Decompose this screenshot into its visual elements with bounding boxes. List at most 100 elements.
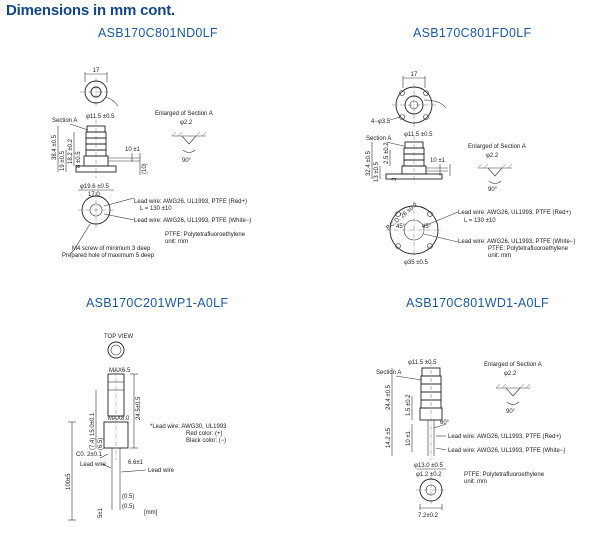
d1-dim-inner: 18.2 ±0.2 (68, 138, 74, 164)
d4-inner-dia: φ1.2 ±0.2 (416, 472, 442, 478)
d2-dim-small: 3 (392, 177, 398, 181)
d1-lead-white: Lead wire: AWG26, UL1993, PTFE (White−) (134, 218, 251, 224)
d2-enlarged-label: Enlarged of Section A (468, 144, 526, 150)
d4-lead-white: Lead wire: AWG26, UL1993, PTFE (White−) (448, 448, 565, 454)
d4-lead-red: Lead wire: AWG26, UL1993, PTFE (Red+) (448, 434, 561, 440)
d2-section-label: Section A (366, 136, 391, 142)
d2-ptfe: PTFE: Polytetrafluoroethylene (488, 246, 569, 252)
d2-unit: unit: mm (488, 253, 511, 259)
d3-dim-a: 24.5±0.5 (136, 396, 142, 420)
d1-side-view: Section A φ11.5 ±0.5 38.4 ±0.5 19 ±0.5 1… (52, 114, 148, 178)
d2-holes: 4−φ3.5 (371, 119, 391, 125)
d1-enlarged-angle: 90° (182, 158, 192, 164)
d4-enlarged-label: Enlarged of Section A (484, 362, 542, 368)
d1-ptfe: PTFE: Polytetrafluoroethylene (165, 232, 246, 238)
d3-top-view-label: TOP VIEW (104, 334, 133, 340)
d3-side-view: MAX6.5 MAX8.0 15.0±0.1 (7.4) (6.5) 24.5±… (66, 368, 175, 521)
d3-dim-d: (6.5) (98, 438, 104, 450)
d1-lead-red: Lead wire: AWG26, UL1993, PTFE (Red+) (134, 199, 247, 205)
d2-top-view: 17 4−φ3.5 (371, 72, 447, 127)
d3-lead-note2: Red color: (+) (186, 431, 223, 437)
d4-ptfe: PTFE: Polytetrafluoroethylene (464, 472, 545, 478)
d4-side-view: φ11.5 ±0.5 Section A 24.4 ±0.5 1.5 ±0.2 … (376, 360, 565, 460)
d2-dim-inner: 2.5 ±0.2 (384, 142, 390, 164)
d4-body-dia: φ11.5 ±0.5 (408, 360, 437, 366)
drawing-d1: 17 Enlarged of Section A φ2.2 90° Sectio… (52, 68, 251, 259)
d4-unit: unit: mm (464, 479, 487, 485)
d3-dim-c: (7.4) (90, 438, 96, 450)
d4-dim-d: 10 ±1 (406, 430, 412, 446)
d1-top-view: 17 (80, 68, 119, 107)
model-name-d1: ASB170C801ND0LF (98, 26, 218, 40)
d3-top-view: TOP VIEW (104, 334, 133, 359)
d2-enlarged-section: Enlarged of Section A φ2.2 90° (468, 144, 526, 193)
d4-dim-c: 14.2 ±5 (386, 427, 392, 448)
d3-lead-note: *Lead wire: AWG30, UL1993 Red color: (+)… (150, 424, 227, 444)
d4-base-dia: φ13.0 ±0.5 (414, 463, 444, 469)
model-name-d2: ASB170C801FD0LF (413, 26, 532, 40)
d2-body-dia: φ11.5 ±0.5 (404, 132, 433, 138)
d3-dim-h: (0.5) (122, 504, 134, 510)
d4-section-label: Section A (376, 370, 401, 376)
d2-dim-mid: 13 ±0.5 (374, 161, 380, 182)
d3-dim-e: C0. 2±0.1 (76, 452, 103, 458)
d1-dim-small: 8 ±0.5 (76, 151, 82, 168)
drawing-d3: TOP VIEW MAX6.5 MAX8.0 15.0±0.1 (7.4) (6… (66, 334, 227, 521)
drawing-d2: 17 4−φ3.5 Enlarged of Section A φ2.2 90°… (366, 72, 575, 266)
model-name-d3: ASB170C201WP1-A0LF (86, 296, 229, 310)
d3-dim-i: 5±1 (98, 507, 104, 518)
d4-bottom-view: φ13.0 ±0.5 φ1.2 ±0.2 7.2±0.2 PTFE: Polyt… (414, 463, 545, 519)
d1-base-w: 17.0 (88, 192, 100, 198)
d1-enlarged-dia: φ2.2 (180, 120, 193, 126)
d4-dim-a: 24.4 ±0.5 (386, 384, 392, 410)
d1-unit: unit: mm (165, 239, 188, 245)
d3-lead-note3: Black color: (−) (186, 438, 226, 444)
d2-angle1: 45° (396, 224, 406, 230)
d4-enlarged-dia: φ2.2 (504, 371, 517, 377)
page-title: Dimensions in mm cont. (6, 2, 175, 19)
d2-angle2: 45° (422, 224, 432, 230)
d2-enlarged-angle: 90° (488, 187, 498, 193)
d2-lead-red: Lead wire: AWG26, UL1993, PTFE (Red+) (458, 210, 571, 216)
d2-base-dia: φ35 ±0.5 (404, 260, 429, 266)
drawing-d4: φ11.5 ±0.5 Section A 24.4 ±0.5 1.5 ±0.2 … (376, 360, 565, 519)
d4-angle: 60° (440, 420, 450, 426)
d3-max-mid: MAX8.0 (108, 416, 130, 422)
d3-dim-g: (0.5) (122, 494, 134, 500)
d1-enlarged-label: Enlarged of Section A (155, 111, 213, 117)
d1-screw1: M4 screw of minimum 3 deep (72, 246, 151, 252)
d4-enlarged-angle: 90° (506, 409, 516, 415)
d4-dim-b: 1.5 ±0.2 (406, 394, 412, 416)
d3-dim-b: 15.0±0.1 (90, 412, 96, 436)
d1-lead-len: L = 130 ±10 (140, 206, 172, 212)
d3-max-top: MAX6.5 (109, 368, 131, 374)
d2-dim-total: 32.4 ±0.5 (366, 150, 372, 176)
d1-screw2: Prepared hole of maximum 5 deep (62, 253, 155, 259)
d3-unit: [mm] (144, 510, 158, 516)
d1-base-dia: φ19.6 ±0.5 (80, 184, 110, 190)
d2-width-top: 17 (411, 72, 418, 78)
d4-bottom-w: 7.2±0.2 (418, 513, 439, 519)
d1-wire-len2: (10) (142, 163, 148, 174)
d3-dim-f: 6.6±1 (128, 460, 144, 466)
d2-lead-len: L = 130 ±10 (464, 218, 496, 224)
d2-lead-white: Lead wire: AWG26, UL1993, PTFE (White−) (458, 239, 575, 245)
d1-dim-total: 38.4 ±0.5 (52, 134, 58, 160)
d2-side-view: Section A φ11.5 ±0.5 32.4 ±0.5 13 ±0.5 2… (366, 132, 451, 184)
model-name-d4: ASB170C801WD1-A0LF (406, 296, 549, 310)
d3-lead-label: Lead wire (80, 462, 107, 468)
d3-dim-total: 100±5 (66, 473, 72, 490)
d1-enlarged-section: Enlarged of Section A φ2.2 90° (155, 111, 213, 164)
d1-bottom-view: φ19.6 ±0.5 17.0 Lead wire: AWG26, UL1993… (62, 184, 251, 259)
d1-dim-mid: 19 ±0.5 (60, 150, 66, 171)
d1-width-top: 17 (93, 68, 100, 74)
d2-enlarged-dia: φ2.2 (486, 153, 499, 159)
d3-lead-label2: Lead wire (148, 468, 175, 474)
d1-wire-len: 10 ±1 (125, 147, 141, 153)
d2-wire-len: 10 ±1 (430, 158, 446, 164)
d1-section-label: Section A (52, 118, 77, 124)
d2-bottom-view: P.C.D. 28 ±0.2 45° 45° Lead wire: AWG26,… (385, 202, 575, 266)
d1-body-dia: φ11.5 ±0.5 (86, 114, 115, 120)
d4-enlarged-section: Enlarged of Section A φ2.2 90° (484, 362, 542, 415)
d3-lead-note1: *Lead wire: AWG30, UL1993 (150, 424, 227, 430)
